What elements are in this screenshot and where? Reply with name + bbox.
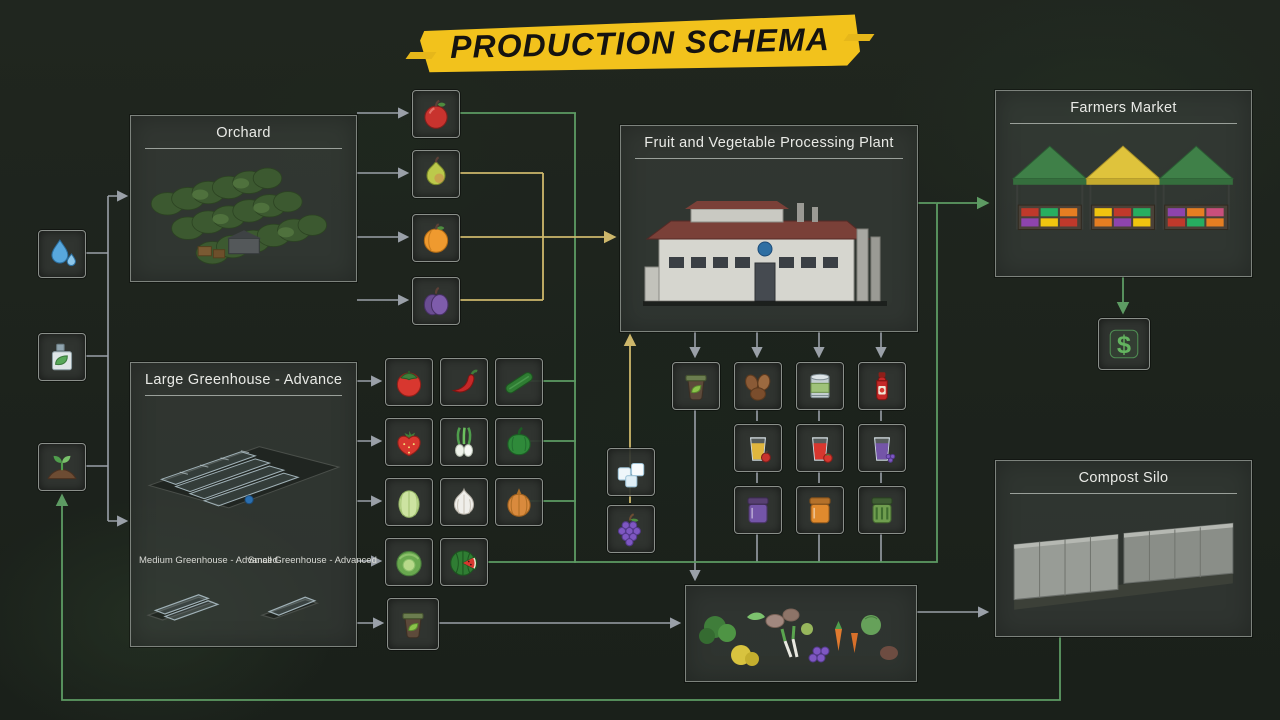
grapes-tile [607, 505, 655, 553]
pear-icon [418, 156, 454, 192]
water-droplets-icon [44, 236, 80, 272]
apricot-icon [418, 220, 454, 256]
ketchup-tile [858, 362, 906, 410]
strawberry-icon [391, 424, 427, 460]
garlic-tile [440, 478, 488, 526]
money-tile: $ [1098, 318, 1150, 370]
tomato-icon [391, 364, 427, 400]
compost-silo-label: Compost Silo [1010, 470, 1237, 494]
canned-vegetables-tile [796, 362, 844, 410]
onion-tile [495, 478, 543, 526]
money-icon: $ [1106, 326, 1142, 362]
watermelon-icon [446, 544, 482, 580]
ketchup-icon [864, 368, 900, 404]
seeds-tile [38, 443, 86, 491]
processing-plant-label: Fruit and Vegetable Processing Plant [635, 135, 903, 159]
greenhouse-label: Large Greenhouse - Advanced [145, 372, 342, 396]
bell-pepper-icon [501, 424, 537, 460]
water-tile [38, 230, 86, 278]
apple-juice-tile [734, 424, 782, 472]
apple-juice-icon [740, 430, 776, 466]
processing-plant-illustration [643, 201, 887, 306]
orchard-panel: Orchard [130, 115, 357, 282]
svg-text:$: $ [1117, 331, 1131, 359]
banner-streak-left [405, 52, 437, 59]
small-greenhouse-illustration [260, 596, 320, 620]
pear-tile [412, 150, 460, 198]
compost-silo-illustration [1013, 522, 1234, 610]
chili-icon [446, 364, 482, 400]
plum-jam-tile [734, 486, 782, 534]
chili-tile [440, 358, 488, 406]
dried-fruit-tile [734, 362, 782, 410]
vegetable-scraps-icon [699, 608, 898, 666]
apricot-jam-tile [796, 486, 844, 534]
garlic-icon [446, 484, 482, 520]
tomato-juice-icon [802, 430, 838, 466]
grapes-icon [613, 511, 649, 547]
dried-fruit-icon [740, 368, 776, 404]
grape-juice-icon [864, 430, 900, 466]
compost-bin-icon [395, 606, 431, 642]
orchard-illustration [150, 167, 327, 265]
page-title: PRODUCTION SCHEMA [449, 21, 831, 65]
apricot-tile [412, 214, 460, 262]
ice-cubes-tile [607, 448, 655, 496]
medium-greenhouse-illustration [146, 594, 220, 621]
lettuce-tile [385, 538, 433, 586]
spring-onion-tile [440, 418, 488, 466]
watermelon-tile [440, 538, 488, 586]
soil-seeds-icon [44, 449, 80, 485]
pickled-cucumbers-icon [864, 492, 900, 528]
pickles-tile [858, 486, 906, 534]
compost-tile [672, 362, 720, 410]
processing-plant-panel: Fruit and Vegetable Processing Plant [620, 125, 918, 332]
cucumber-icon [501, 364, 537, 400]
onion-icon [501, 484, 537, 520]
plum-icon [418, 283, 454, 319]
apple-tile [412, 90, 460, 138]
vegetable-scraps-panel [685, 585, 917, 682]
banner-streak-right [843, 34, 875, 41]
compost-icon [678, 368, 714, 404]
farmers-market-panel: Farmers Market [995, 90, 1252, 277]
napa-cabbage-icon [391, 484, 427, 520]
large-greenhouse-illustration [147, 446, 341, 509]
compost-silo-panel: Compost Silo [995, 460, 1252, 637]
compost-bin-tile [387, 598, 439, 650]
small-greenhouse-label: Small Greenhouse - Advanced [248, 555, 377, 566]
farmers-market-illustration [1011, 145, 1235, 231]
napa-cabbage-tile [385, 478, 433, 526]
medium-greenhouse-label: Medium Greenhouse - Advanced [139, 555, 278, 566]
farmers-market-label: Farmers Market [1010, 100, 1237, 124]
liquid-fertilizer-icon [44, 339, 80, 375]
plum-jam-icon [740, 492, 776, 528]
spring-onion-icon [446, 424, 482, 460]
lettuce-icon [391, 544, 427, 580]
greenhouse-panel: Large Greenhouse - Advanced Medium Green… [130, 362, 377, 647]
tomato-juice-tile [796, 424, 844, 472]
title-banner: PRODUCTION SCHEMA [420, 13, 861, 75]
ice-cubes-icon [613, 454, 649, 490]
apricot-jam-icon [802, 492, 838, 528]
canned-vegetables-icon [802, 368, 838, 404]
orchard-label: Orchard [145, 125, 342, 149]
bell-pepper-tile [495, 418, 543, 466]
grape-juice-tile [858, 424, 906, 472]
fertilizer-tile [38, 333, 86, 381]
apple-icon [418, 96, 454, 132]
strawberry-tile [385, 418, 433, 466]
plum-tile [412, 277, 460, 325]
tomato-tile [385, 358, 433, 406]
cucumber-tile [495, 358, 543, 406]
